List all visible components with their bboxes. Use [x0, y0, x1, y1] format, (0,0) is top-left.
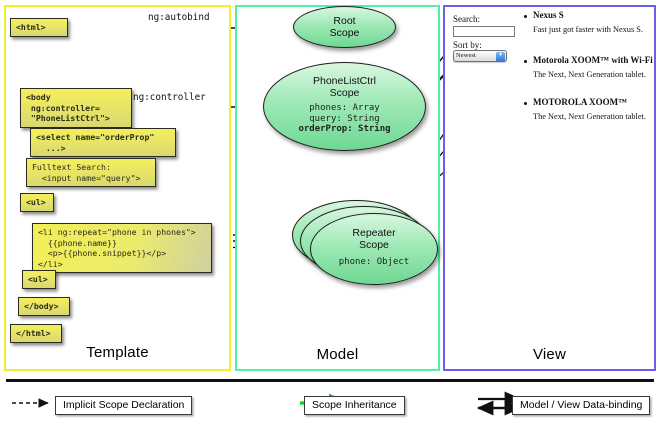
phone-snippet: Fast just got faster with Nexus S. [533, 25, 643, 34]
column-label-model: Model [316, 346, 359, 363]
list-bullet [524, 60, 528, 64]
code-box-html-open: <html> [10, 18, 68, 37]
code-box-fulltext-search: Fulltext Search: <input name="query"> [26, 158, 156, 187]
phone-name: MOTOROLA XOOM™ [533, 97, 628, 107]
search-label: Search: [453, 14, 480, 24]
sort-label: Sort by: [453, 40, 482, 50]
code-box-select: <select name="orderProp" ...> [30, 128, 176, 157]
code-box-ul-open: <ul> [20, 193, 54, 212]
edge-label-ng-autobind: ng:autobind [148, 12, 210, 23]
legend-divider [6, 379, 654, 382]
code-box-html-close: </html> [10, 324, 62, 343]
code-box-body-close: </body> [18, 297, 70, 316]
scope-repeater-title-1: Repeater [352, 227, 396, 239]
scope-repeater: Repeater Scope phone: Object [310, 213, 438, 285]
code-box-ul-close: <ul> [22, 270, 56, 289]
sort-select-value: Newest [456, 52, 476, 59]
scope-root-title-1: Root [333, 15, 356, 27]
scope-phonelistctrl: PhoneListCtrl Scope phones: Array query:… [263, 62, 426, 151]
phone-name: Motorola XOOM™ with Wi-Fi [533, 55, 653, 65]
edge-label-ng-controller: ng:controller [133, 92, 206, 103]
legend-label-implicit: Implicit Scope Declaration [55, 396, 193, 415]
list-item: Nexus S Fast just got faster with Nexus … [533, 10, 643, 34]
scope-root-title-2: Scope [329, 27, 360, 39]
scope-root: Root Scope [293, 6, 396, 48]
list-bullet [524, 15, 528, 19]
column-label-view: View [532, 346, 567, 363]
legend-label-databinding: Model / View Data-binding [512, 396, 651, 415]
column-template: Template [4, 5, 231, 371]
scope-phonelistctrl-title-1: PhoneListCtrl [312, 75, 377, 87]
list-item: MOTOROLA XOOM™ The Next, Next Generation… [533, 97, 646, 121]
chevron-updown-icon: ▾ [496, 52, 505, 62]
list-bullet [524, 102, 528, 106]
sort-select[interactable]: Newest ▾ [453, 50, 507, 62]
code-box-li-repeat: <li ng:repeat="phone in phones"> {{phone… [32, 223, 212, 273]
code-box-body-open: <body ng:controller= "PhoneListCtrl"> [20, 88, 132, 128]
column-model: Model [235, 5, 440, 371]
list-item: Motorola XOOM™ with Wi-Fi The Next, Next… [533, 55, 653, 79]
phone-snippet: The Next, Next Generation tablet. [533, 112, 646, 121]
scope-repeater-title-2: Scope [359, 239, 389, 251]
scope-phonelistctrl-title-2: Scope [329, 87, 360, 99]
scope-prop-phone: phone: Object [338, 257, 410, 267]
column-label-template: Template [86, 344, 149, 361]
phone-name: Nexus S [533, 10, 564, 20]
scope-prop-query: query: String [309, 113, 380, 124]
scope-prop-orderprop: orderProp: String [298, 124, 391, 134]
legend-label-inheritance: Scope Inheritance [304, 396, 405, 415]
scope-prop-phones: phones: Array [309, 103, 380, 113]
column-view: View [443, 5, 656, 371]
phone-snippet: The Next, Next Generation tablet. [533, 70, 646, 79]
search-input[interactable] [453, 26, 515, 37]
